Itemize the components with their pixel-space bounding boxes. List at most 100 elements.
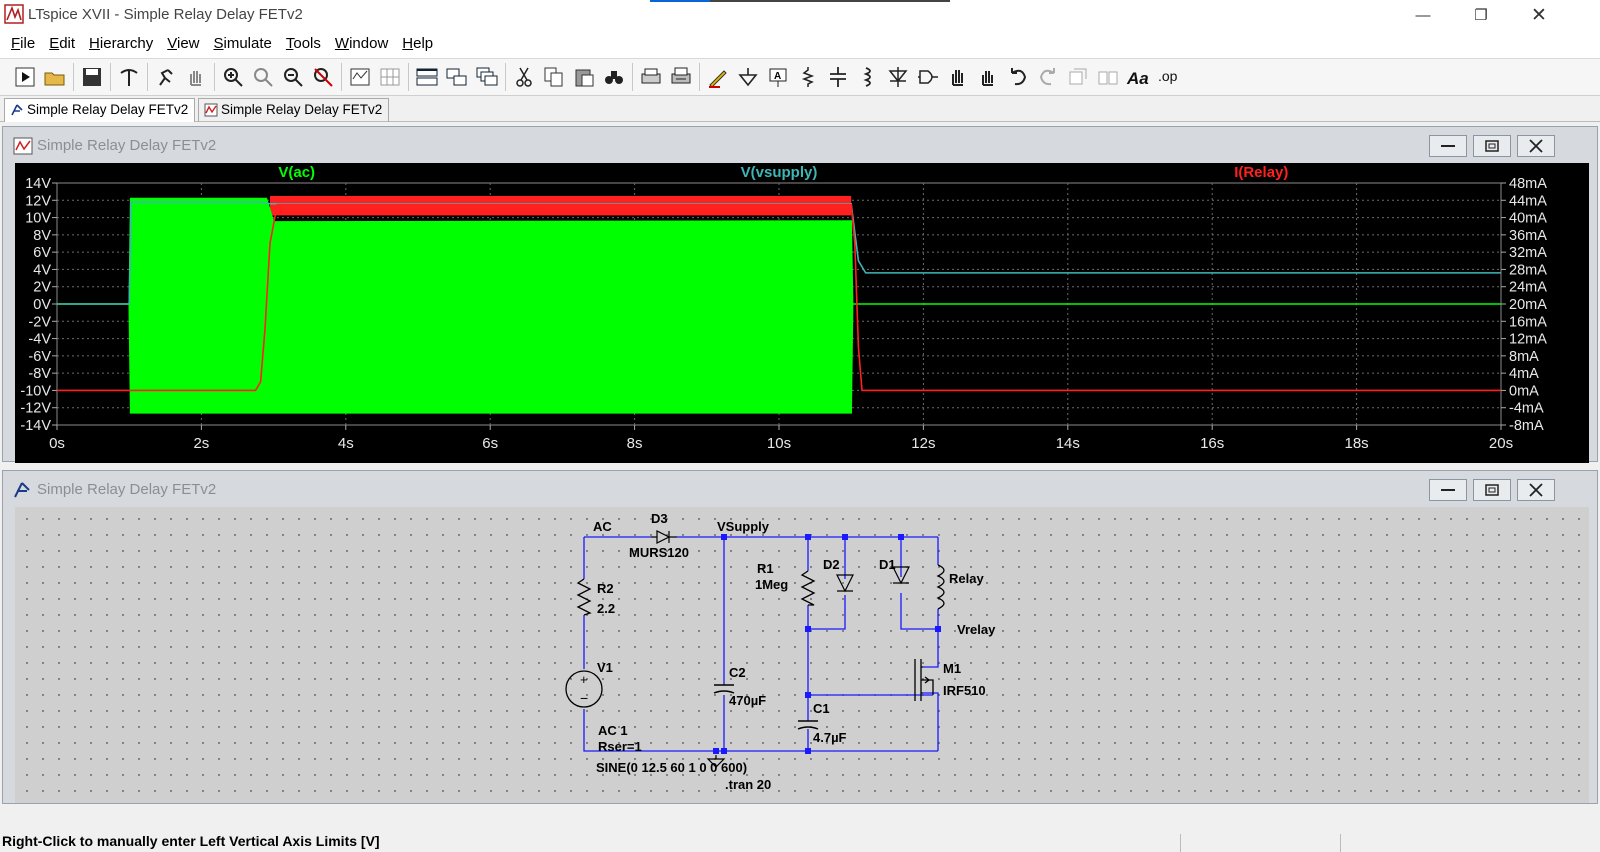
spice-directive-icon[interactable]: .op bbox=[1155, 64, 1181, 90]
label-net-icon[interactable]: A bbox=[765, 64, 791, 90]
y-right-tick-label: -8mA bbox=[1509, 418, 1544, 434]
copy-icon[interactable] bbox=[541, 64, 567, 90]
title-progress-bar bbox=[650, 0, 950, 2]
waveform-icon bbox=[204, 103, 218, 117]
menu-file[interactable]: File bbox=[11, 35, 36, 52]
run-icon[interactable] bbox=[12, 64, 38, 90]
y-left-tick-label: 2V bbox=[33, 280, 51, 296]
cut-icon[interactable] bbox=[511, 64, 537, 90]
schematic-window-titlebar: Simple Relay Delay FETv2 bbox=[3, 471, 1597, 507]
schematic-canvas[interactable]: +− bbox=[15, 507, 1589, 803]
menu-tools[interactable]: Tools bbox=[285, 35, 321, 52]
y-left-tick-label: 12V bbox=[25, 193, 51, 209]
halt-icon[interactable] bbox=[153, 64, 179, 90]
relay-ref: Relay bbox=[949, 571, 984, 586]
draw-wire-icon[interactable] bbox=[705, 64, 731, 90]
schematic-icon bbox=[14, 482, 30, 498]
autorange-icon[interactable] bbox=[347, 64, 373, 90]
y-left-tick-label: -4V bbox=[28, 332, 51, 348]
r2-ref: R2 bbox=[597, 581, 614, 596]
y-right-tick-label: 4mA bbox=[1509, 366, 1539, 382]
save-icon[interactable] bbox=[79, 64, 105, 90]
close-button[interactable]: ✕ bbox=[1531, 4, 1547, 26]
menu-hierarchy[interactable]: Hierarchy bbox=[89, 35, 154, 52]
paste-icon[interactable] bbox=[571, 64, 597, 90]
print-icon[interactable] bbox=[638, 64, 664, 90]
component-icon[interactable] bbox=[915, 64, 941, 90]
plot-maximize-button[interactable] bbox=[1473, 135, 1511, 157]
c1-value: 4.7µF bbox=[813, 730, 847, 745]
y-right-tick-label: 0mA bbox=[1509, 383, 1539, 399]
undo-icon[interactable] bbox=[1005, 64, 1031, 90]
v1-sine: SINE(0 12.5 60 1 0 0 600) bbox=[596, 760, 747, 775]
svg-text:−: − bbox=[580, 690, 588, 706]
x-tick-label: 2s bbox=[193, 435, 209, 452]
plot-window-title: Simple Relay Delay FETv2 bbox=[37, 137, 217, 154]
y-right-tick-label: 32mA bbox=[1509, 245, 1547, 261]
zoom-in-icon[interactable] bbox=[220, 64, 246, 90]
menu-help[interactable]: Help bbox=[402, 35, 434, 52]
schematic-close-button[interactable] bbox=[1517, 479, 1555, 501]
inductor-icon[interactable] bbox=[855, 64, 881, 90]
find-icon[interactable] bbox=[601, 64, 627, 90]
cascade-icon[interactable] bbox=[474, 64, 500, 90]
y-left-tick-label: 10V bbox=[25, 211, 51, 227]
toolbar-separator bbox=[110, 63, 111, 91]
toolbar-separator bbox=[699, 63, 700, 91]
r1-ref: R1 bbox=[757, 561, 774, 576]
rotate-icon[interactable] bbox=[1065, 64, 1091, 90]
tab-waveform[interactable]: Simple Relay Delay FETv2 bbox=[198, 98, 390, 122]
x-tick-label: 18s bbox=[1345, 435, 1369, 452]
plot-window-titlebar: Simple Relay Delay FETv2 bbox=[3, 127, 1597, 163]
restore-button[interactable]: ❐ bbox=[1474, 7, 1488, 24]
toolbar-separator bbox=[147, 63, 148, 91]
open-icon[interactable] bbox=[42, 64, 68, 90]
zoom-out-icon[interactable] bbox=[280, 64, 306, 90]
grid-icon[interactable] bbox=[377, 64, 403, 90]
capacitor-icon[interactable] bbox=[825, 64, 851, 90]
tab-schematic[interactable]: Simple Relay Delay FETv2 bbox=[4, 98, 196, 122]
v1-ref: V1 bbox=[597, 660, 613, 675]
y-left-tick-label: 8V bbox=[33, 228, 51, 244]
minimize-button[interactable]: — bbox=[1415, 6, 1431, 24]
move-icon[interactable] bbox=[945, 64, 971, 90]
print-setup-icon[interactable] bbox=[668, 64, 694, 90]
drag-icon[interactable] bbox=[975, 64, 1001, 90]
tile-vertical-icon[interactable] bbox=[444, 64, 470, 90]
mirror-icon[interactable] bbox=[1095, 64, 1121, 90]
c1-ref: C1 bbox=[813, 701, 830, 716]
schematic-maximize-button[interactable] bbox=[1473, 479, 1511, 501]
svg-text:Aa: Aa bbox=[1126, 69, 1149, 88]
pan-hand-icon[interactable] bbox=[183, 64, 209, 90]
menu-view[interactable]: View bbox=[167, 35, 200, 52]
schematic-minimize-button[interactable] bbox=[1429, 479, 1467, 501]
zoom-area-icon[interactable] bbox=[250, 64, 276, 90]
ground-icon[interactable] bbox=[735, 64, 761, 90]
y-left-tick-label: -2V bbox=[28, 314, 51, 330]
svg-text:A: A bbox=[774, 71, 781, 82]
y-left-tick-label: -8V bbox=[28, 366, 51, 382]
menu-edit[interactable]: Edit bbox=[49, 35, 76, 52]
tran-directive: .tran 20 bbox=[725, 777, 771, 792]
redo-icon[interactable] bbox=[1035, 64, 1061, 90]
zoom-fit-icon[interactable] bbox=[310, 64, 336, 90]
diode-icon[interactable] bbox=[885, 64, 911, 90]
m1-ref: M1 bbox=[943, 661, 961, 676]
series-i-relay bbox=[57, 203, 1501, 392]
resistor-icon[interactable] bbox=[795, 64, 821, 90]
toolbar-separator bbox=[214, 63, 215, 91]
y-left-tick-label: 0V bbox=[33, 297, 51, 313]
control-panel-icon[interactable] bbox=[116, 64, 142, 90]
plot-minimize-button[interactable] bbox=[1429, 135, 1467, 157]
menu-window[interactable]: Window bbox=[334, 35, 389, 52]
tile-horizontal-icon[interactable] bbox=[414, 64, 440, 90]
document-tabs: Simple Relay Delay FETv2 Simple Relay De… bbox=[0, 96, 1600, 122]
menu-simulate[interactable]: Simulate bbox=[213, 35, 272, 52]
c2-value: 470µF bbox=[729, 693, 766, 708]
plot-close-button[interactable] bbox=[1517, 135, 1555, 157]
text-icon[interactable]: Aa bbox=[1125, 64, 1151, 90]
x-tick-label: 16s bbox=[1200, 435, 1224, 452]
v1-value: AC 1 bbox=[598, 723, 628, 738]
